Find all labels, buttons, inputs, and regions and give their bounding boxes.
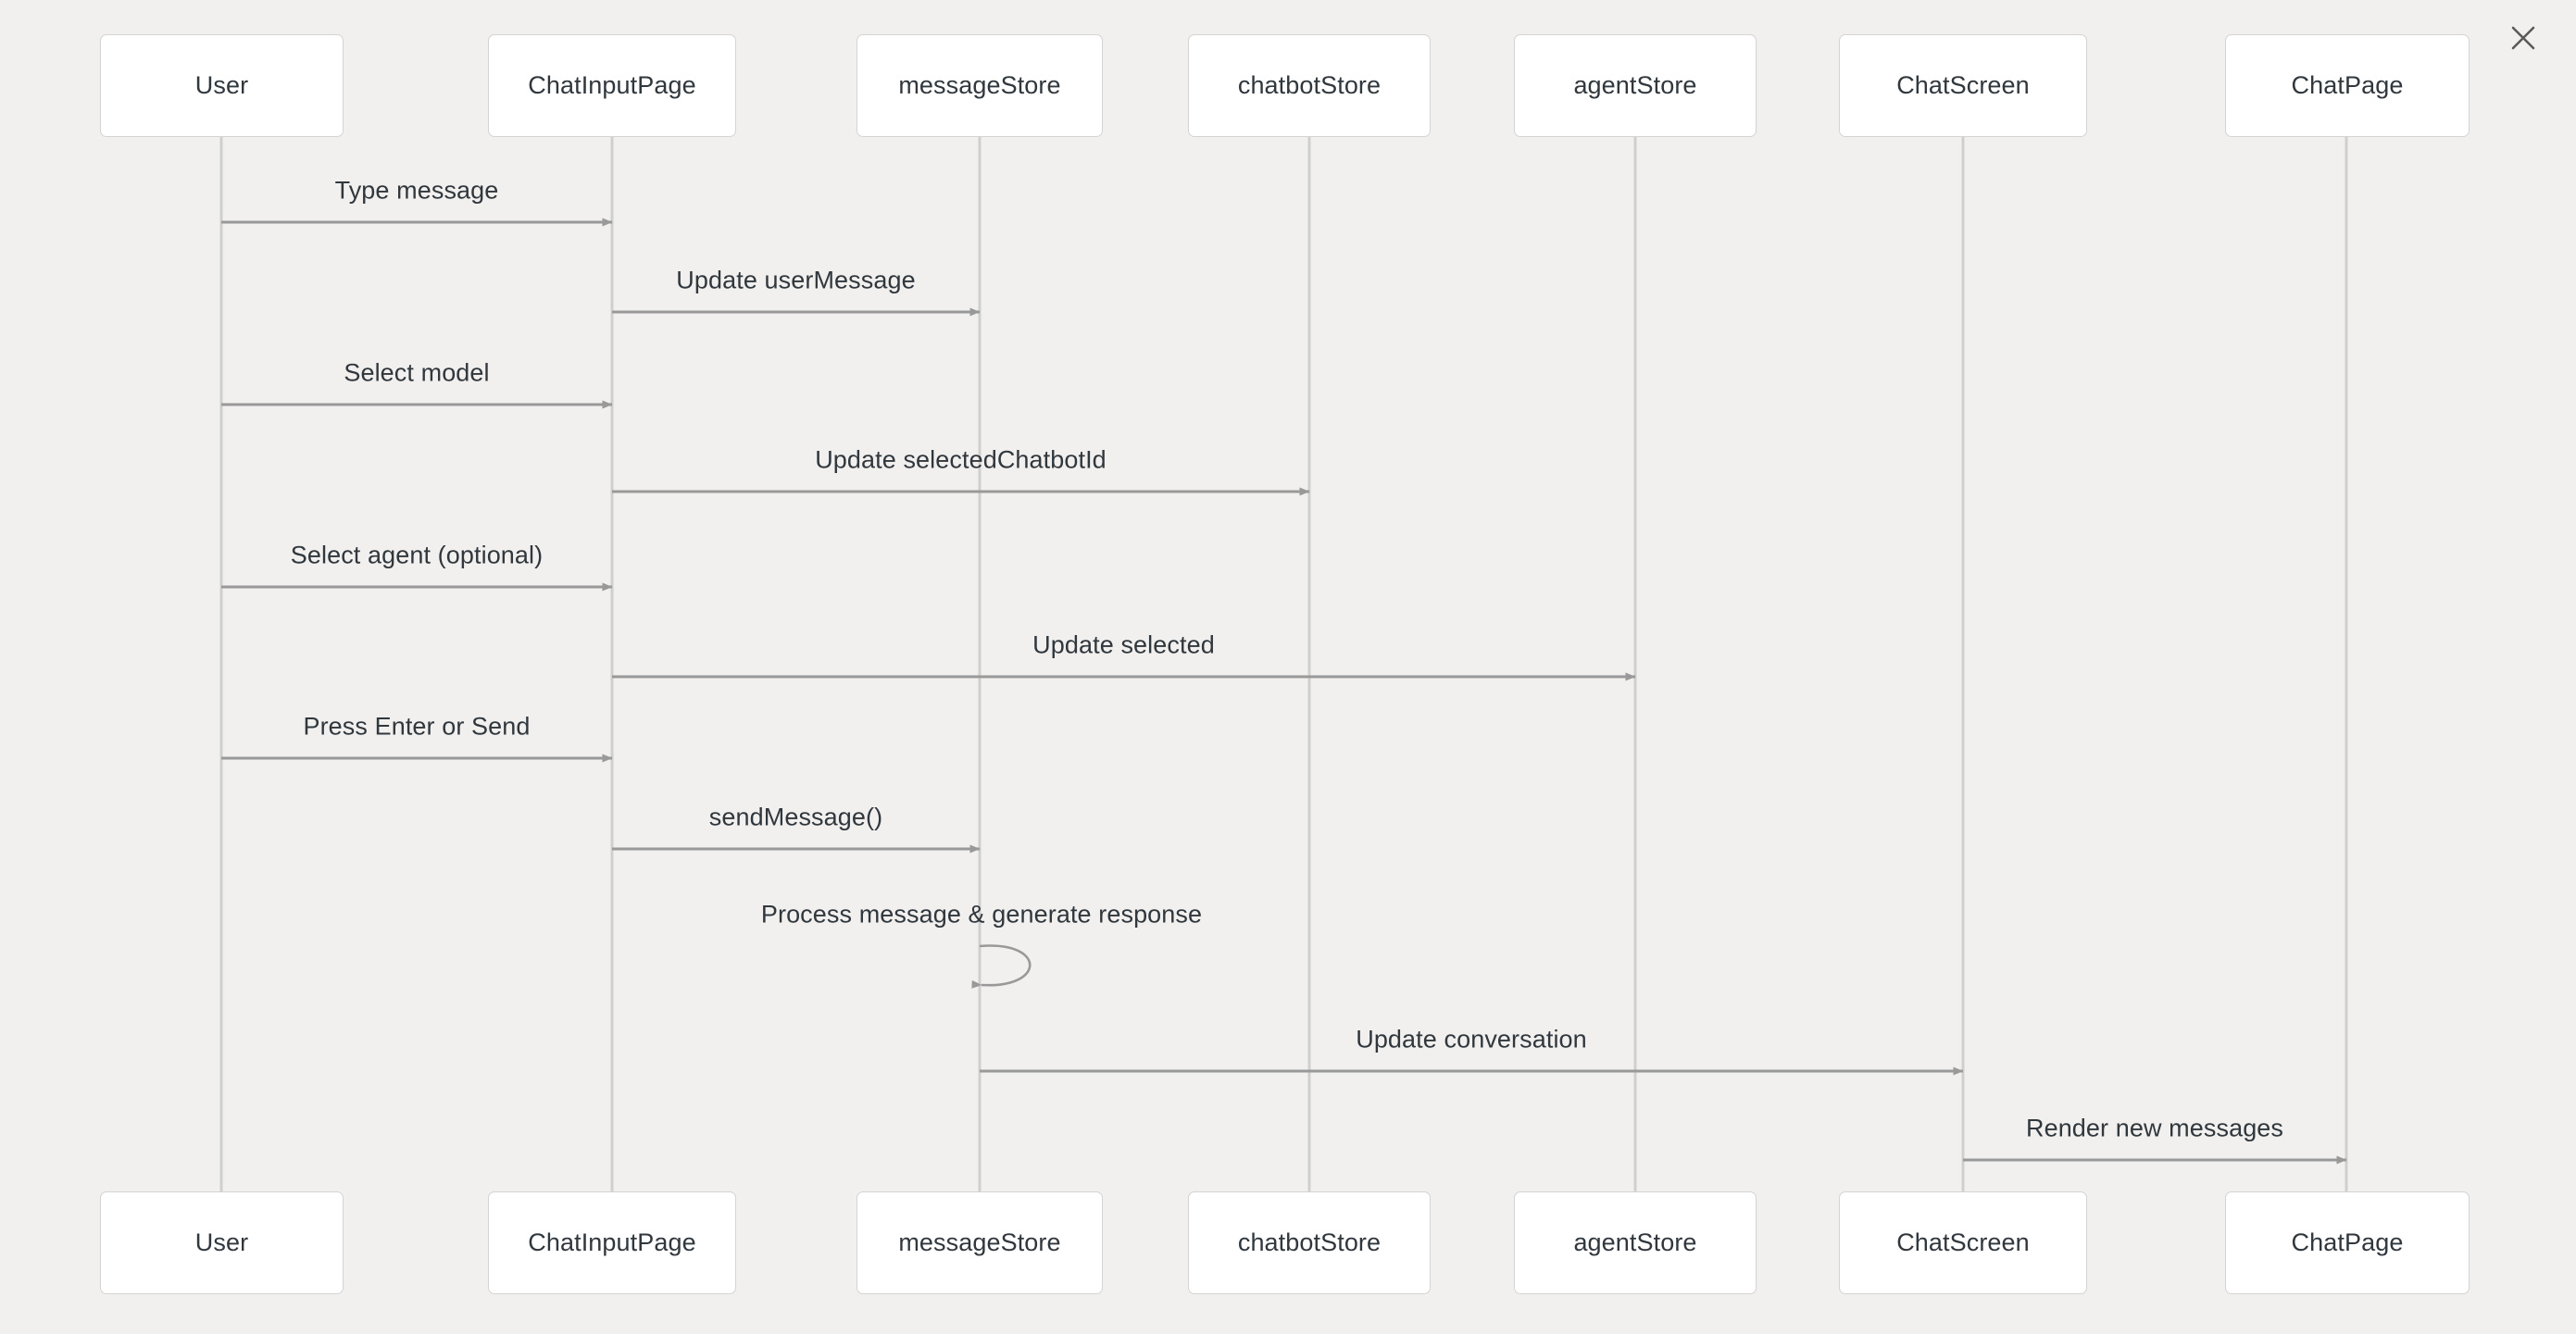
participant-label: ChatInputPage [528, 1228, 696, 1256]
message-4-label: Select agent (optional) [290, 541, 544, 569]
participant-box-chatpage-top[interactable]: ChatPage [2225, 34, 2470, 137]
message-10-label: Render new messages [2025, 1114, 2284, 1142]
participant-box-agentstore-bottom[interactable]: agentStore [1514, 1191, 1757, 1294]
participant-box-messagestore-top[interactable]: messageStore [857, 34, 1103, 137]
participant-box-messagestore-bottom[interactable]: messageStore [857, 1191, 1103, 1294]
message-9-label: Update conversation [1356, 1025, 1587, 1053]
message-5-label: Update selected [1032, 630, 1215, 659]
participant-box-user-top[interactable]: User [100, 34, 344, 137]
participant-label: agentStore [1573, 71, 1697, 99]
message-0-label: Type message [334, 176, 499, 205]
participant-box-chatscreen-top[interactable]: ChatScreen [1839, 34, 2087, 137]
participant-label: agentStore [1573, 1228, 1697, 1256]
participant-box-chatinputpage-bottom[interactable]: ChatInputPage [488, 1191, 736, 1294]
participant-label: chatbotStore [1237, 1228, 1382, 1256]
message-2-label: Select model [344, 358, 490, 387]
participant-label: chatbotStore [1237, 71, 1382, 99]
message-8-self-loop-arrow [971, 944, 1032, 989]
message-3-label: Update selectedChatbotId [815, 445, 1107, 474]
participant-label: messageStore [898, 1228, 1061, 1256]
participant-box-agentstore-top[interactable]: agentStore [1514, 34, 1757, 137]
participant-box-chatscreen-bottom[interactable]: ChatScreen [1839, 1191, 2087, 1294]
message-arrows-group [221, 218, 2347, 1165]
close-icon[interactable] [2503, 18, 2544, 58]
participant-box-chatbotstore-bottom[interactable]: chatbotStore [1188, 1191, 1431, 1294]
participant-box-chatpage-bottom[interactable]: ChatPage [2225, 1191, 2470, 1294]
participant-label: ChatScreen [1896, 71, 2030, 99]
participant-label: ChatPage [2291, 71, 2404, 99]
participant-box-chatinputpage-top[interactable]: ChatInputPage [488, 34, 736, 137]
participant-label: messageStore [898, 71, 1061, 99]
message-7-label: sendMessage() [708, 803, 883, 831]
participant-box-user-bottom[interactable]: User [100, 1191, 344, 1294]
participant-box-chatbotstore-top[interactable]: chatbotStore [1188, 34, 1431, 137]
participant-label: ChatScreen [1896, 1228, 2030, 1256]
participant-label: User [194, 71, 249, 99]
participant-label: User [194, 1228, 249, 1256]
message-8-label: Process message & generate response [760, 900, 1203, 929]
participant-label: ChatInputPage [528, 71, 696, 99]
participant-label: ChatPage [2291, 1228, 2404, 1256]
lifelines-group [219, 137, 2348, 1191]
message-1-label: Update userMessage [676, 266, 916, 294]
message-6-label: Press Enter or Send [303, 712, 531, 741]
